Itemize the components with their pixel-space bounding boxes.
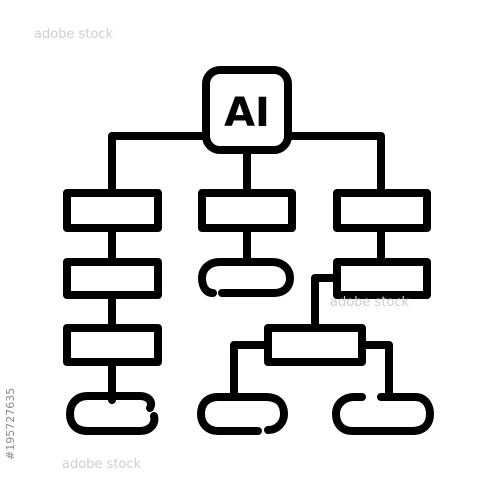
center-node-1 (198, 189, 296, 232)
root-ai-label: AI (224, 90, 270, 136)
sub-node (264, 324, 366, 366)
sub-right-terminal-node (332, 393, 434, 435)
sub-left-terminal-node (197, 393, 288, 435)
sub-node-right-connector (358, 341, 393, 401)
right-node-1 (333, 189, 431, 232)
center-branch (198, 189, 296, 297)
left-node-3 (63, 324, 162, 366)
left-terminal-node (66, 392, 159, 435)
center-terminal-node (198, 258, 294, 297)
right-branch (333, 189, 431, 299)
right-to-sub-node-connector (311, 274, 343, 332)
right-node-2 (333, 258, 431, 299)
sub-branch (197, 324, 434, 435)
watermark: adobe stock adobe stock adobe stock #195… (4, 27, 410, 472)
watermark-image-id: #195727635 (4, 388, 17, 460)
sub-node-left-connector (230, 341, 272, 401)
left-branch (63, 189, 162, 435)
root-left-connector (108, 132, 212, 197)
root-ai-node: AI (202, 66, 292, 154)
watermark-brand-top: adobe stock (34, 27, 114, 42)
left-node-1 (63, 189, 162, 232)
left-node-2 (63, 258, 162, 299)
root-ai-box (202, 66, 292, 154)
root-right-connector (284, 132, 385, 197)
watermark-brand-middle: adobe stock (330, 295, 410, 310)
watermark-brand-bottom: adobe stock (62, 457, 142, 472)
